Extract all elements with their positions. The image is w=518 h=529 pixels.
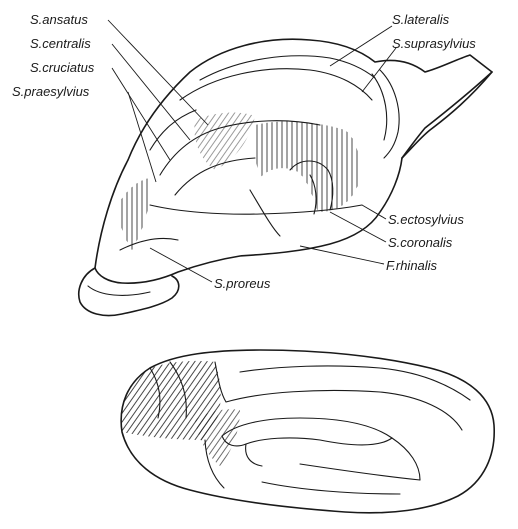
label-s-centralis: S.centralis bbox=[30, 36, 91, 51]
labels-right-bottom: S.ectosylvius S.coronalis F.rhinalis bbox=[386, 212, 464, 273]
hatched-area-lateral-central bbox=[254, 121, 360, 212]
sulcus-suprasylvius bbox=[180, 69, 372, 100]
hatched-area-frontal bbox=[118, 178, 150, 250]
sulcus-cruciatus bbox=[150, 110, 196, 150]
label-s-suprasylvius: S.suprasylvius bbox=[392, 36, 476, 51]
medial-brain-view bbox=[121, 350, 494, 513]
label-f-rhinalis: F.rhinalis bbox=[386, 258, 438, 273]
label-s-ansatus: S.ansatus bbox=[30, 12, 88, 27]
olfactory-bulb bbox=[79, 268, 179, 316]
label-s-praesylvius: S.praesylvius bbox=[12, 84, 90, 99]
label-s-cruciatus: S.cruciatus bbox=[30, 60, 95, 75]
sulcus-lateralis bbox=[200, 56, 375, 80]
labels-left: S.ansatus S.centralis S.cruciatus S.prae… bbox=[12, 12, 95, 99]
hatched-area-medial-central bbox=[195, 409, 240, 466]
labels-right-top: S.lateralis S.suprasylvius bbox=[392, 12, 476, 51]
corpus-callosum bbox=[222, 418, 392, 446]
hatched-area-cruciate bbox=[194, 113, 255, 170]
label-s-ectosylvius: S.ectosylvius bbox=[388, 212, 464, 227]
label-s-coronalis: S.coronalis bbox=[388, 235, 453, 250]
label-s-lateralis: S.lateralis bbox=[392, 12, 450, 27]
label-s-proreus: S.proreus bbox=[214, 276, 271, 291]
